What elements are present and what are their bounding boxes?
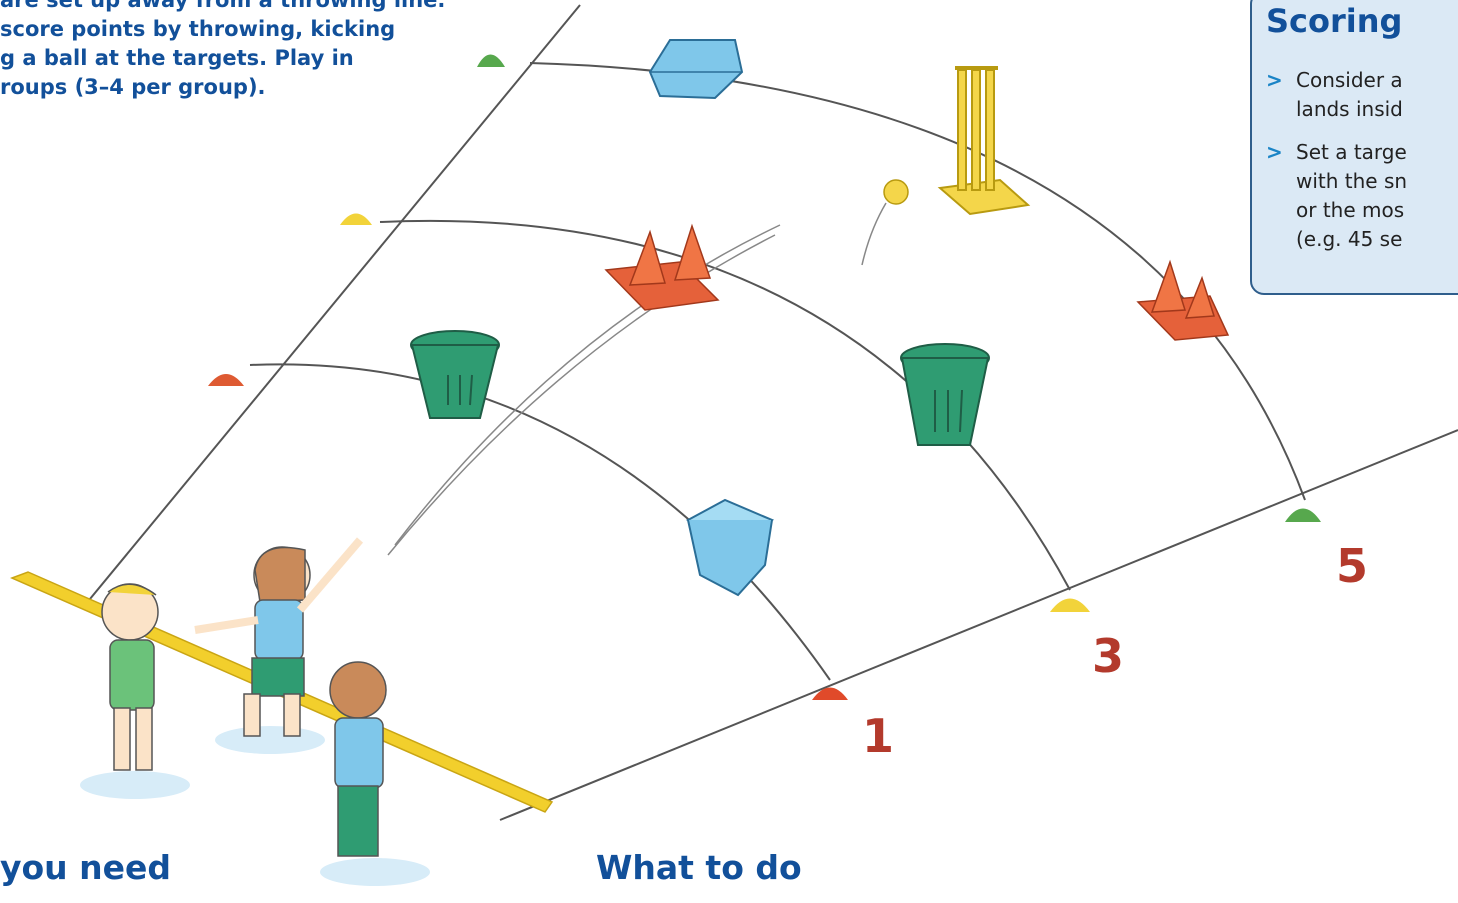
blue-box-target-icon [648, 39, 744, 100]
scoring-item-line: or the mos [1296, 198, 1405, 222]
bullet-arrow-icon: > [1266, 140, 1283, 164]
bullet-arrow-icon: > [1266, 68, 1283, 92]
zone-number-3: 3 [1092, 629, 1124, 683]
scoring-item-line: with the sn [1296, 169, 1408, 193]
child-figure-left [80, 583, 190, 799]
orange-cones-target-icon [604, 223, 720, 311]
scoring-item-line: (e.g. 45 se [1296, 227, 1403, 251]
intro-line: score points by throwing, kicking [0, 17, 396, 41]
yellow-marker-cone-icon [340, 213, 372, 225]
scoring-title: Scoring [1266, 2, 1403, 40]
wickets-target-icon [937, 66, 1031, 216]
red-zone-cone-icon [812, 687, 848, 700]
red-marker-cone-icon [208, 374, 244, 386]
zone-number-1: 1 [862, 709, 894, 763]
intro-text: are set up away from a throwing line. sc… [0, 0, 560, 102]
what-you-need-heading: you need [0, 848, 172, 887]
green-bucket-target-icon [410, 330, 500, 419]
scoring-panel [1250, 0, 1458, 295]
green-bucket-target-icon [900, 343, 990, 446]
orange-cones-far-target-icon [1136, 259, 1230, 341]
blue-tub-target-icon [685, 498, 775, 597]
child-figure-throwing [194, 537, 364, 754]
what-to-do-heading: What to do [596, 848, 802, 887]
ball-icon [883, 179, 909, 205]
green-marker-cone-icon [477, 54, 505, 67]
intro-line: g a ball at the targets. Play in [0, 46, 354, 70]
zone-number-5: 5 [1336, 539, 1368, 593]
child-figure-front [320, 661, 430, 886]
scoring-item-line: Set a targe [1296, 140, 1407, 164]
green-zone-cone-icon [1285, 508, 1321, 522]
intro-line: are set up away from a throwing line. [0, 0, 446, 12]
scoring-item: > Set a targe with the sn or the mos (e.… [1266, 138, 1407, 254]
intro-line: roups (3–4 per group). [0, 75, 266, 99]
scoring-item-line: lands insid [1296, 97, 1403, 121]
scoring-list: > Consider a lands insid > Set a targe w… [1266, 66, 1407, 268]
scoring-item: > Consider a lands insid [1266, 66, 1407, 124]
scoring-item-line: Consider a [1296, 68, 1403, 92]
yellow-zone-cone-icon [1050, 598, 1090, 612]
